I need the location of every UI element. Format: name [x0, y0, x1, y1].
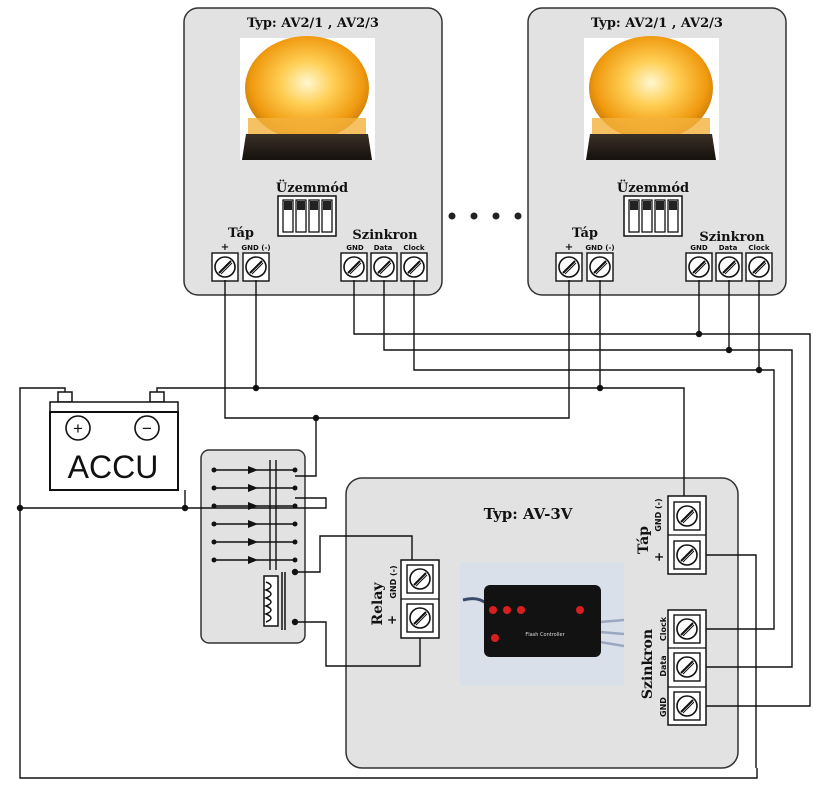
beacon-right-mode-switch[interactable]	[623, 195, 683, 237]
controller-power-plus-label: +	[652, 552, 666, 562]
beacon-right-clock-terminal-label: Clock	[748, 244, 769, 252]
controller-power-gnd-label: GND (-)	[654, 498, 663, 531]
beacon-right-plus-screw-icon[interactable]	[555, 252, 583, 282]
beacon-left-power-label: Táp	[228, 226, 254, 241]
battery-minus-symbol: −	[142, 419, 152, 438]
beacon-left-clock-terminal-label: Clock	[403, 244, 424, 252]
battery-plus-icon	[65, 415, 91, 441]
beacon-right-plus-label: +	[565, 242, 573, 253]
beacon-left-sync-data-screw-icon[interactable]	[370, 252, 398, 282]
beacon-left-type: Typ: AV2/1 , AV2/3	[247, 16, 379, 31]
controller-power-label: Táp	[636, 526, 652, 554]
relay-gnd-screw-icon[interactable]	[406, 564, 434, 594]
continuation-dots	[448, 212, 522, 220]
battery-label: ACCU	[68, 449, 159, 485]
power-plus-screw-icon[interactable]	[673, 540, 701, 570]
beacon-left-sync-clock-screw-icon[interactable]	[400, 252, 428, 282]
controller-photo-caption: Flash Controller	[525, 632, 565, 638]
controller-sync-label: Szinkron	[640, 629, 656, 699]
beacon-left-mode-label: Üzemmód	[276, 179, 348, 196]
beacon-right-gnd-terminal-label: GND	[690, 244, 708, 252]
power-gnd-screw-icon[interactable]	[673, 501, 701, 531]
beacon-left-mode-switch[interactable]	[277, 195, 337, 237]
beacon-left-data-terminal-label: Data	[374, 244, 393, 252]
beacon-left-gnd-terminal-label: GND	[346, 244, 364, 252]
controller-photo: Flash Controller	[460, 562, 625, 686]
controller-clock-label: Clock	[659, 616, 668, 641]
beacon-right-sync-gnd-screw-icon[interactable]	[685, 252, 713, 282]
controller-relay-label: Relay	[370, 582, 386, 626]
beacon-left-gnd-screw-icon[interactable]	[242, 252, 270, 282]
relay-plus-screw-icon[interactable]	[406, 603, 434, 633]
controller-gnd-label: GND	[659, 697, 668, 717]
beacon-right-sync-clock-screw-icon[interactable]	[745, 252, 773, 282]
beacon-right-power-label: Táp	[572, 226, 598, 241]
controller: Typ: AV-3V Relay GND (-) + Flash Control…	[345, 477, 739, 769]
beacon-left-photo	[240, 36, 375, 160]
controller-relay-gnd-label: GND (-)	[389, 565, 398, 598]
sync-data-screw-icon[interactable]	[673, 652, 701, 682]
beacon-right: Typ: AV2/1 , AV2/3 Üzemmód Táp + GND (-)…	[527, 7, 787, 296]
beacon-left: Typ: AV2/1 , AV2/3 Üzemmód Táp + GND (-)…	[183, 7, 443, 296]
beacon-right-sync-data-screw-icon[interactable]	[715, 252, 743, 282]
relay-coil-icon	[263, 572, 286, 630]
battery-plus-symbol: +	[73, 419, 83, 438]
sync-gnd-screw-icon[interactable]	[673, 691, 701, 721]
battery-minus-icon	[134, 415, 160, 441]
controller-relay-plus-label: +	[385, 615, 399, 625]
beacon-right-data-terminal-label: Data	[719, 244, 738, 252]
beacon-left-gnd-label: GND (-)	[241, 244, 270, 252]
sync-clock-screw-icon[interactable]	[673, 614, 701, 644]
beacon-right-sync-label: Szinkron	[699, 230, 765, 245]
beacon-left-plus-label: +	[221, 242, 229, 253]
beacon-right-type: Typ: AV2/1 , AV2/3	[591, 16, 723, 31]
wiring	[19, 280, 811, 779]
beacon-right-photo	[584, 36, 719, 160]
beacon-left-sync-label: Szinkron	[352, 228, 418, 243]
controller-data-label: Data	[659, 655, 668, 676]
beacon-right-mode-label: Üzemmód	[617, 179, 689, 196]
beacon-right-gnd-label: GND (-)	[585, 244, 614, 252]
controller-type: Typ: AV-3V	[484, 505, 573, 523]
beacon-right-gnd-screw-icon[interactable]	[586, 252, 614, 282]
battery: + − ACCU	[49, 391, 179, 491]
beacon-left-sync-gnd-screw-icon[interactable]	[340, 252, 368, 282]
relay-module	[200, 449, 306, 644]
wire-junctions	[16, 330, 763, 626]
beacon-left-plus-screw-icon[interactable]	[211, 252, 239, 282]
